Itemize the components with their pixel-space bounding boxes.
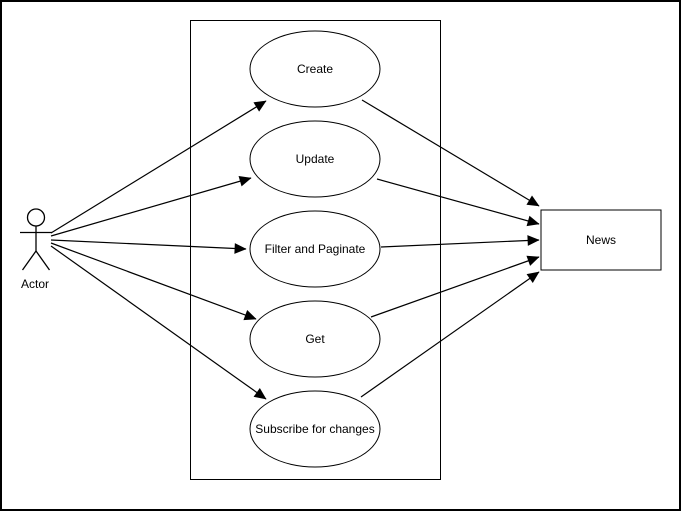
edge-actor-to-update xyxy=(50,175,252,237)
usecase-label-update: Update xyxy=(296,152,335,166)
edge-create-to-news xyxy=(361,99,540,207)
usecase-label-get: Get xyxy=(305,332,325,346)
usecase-label-subscribe-for-changes: Subscribe for changes xyxy=(255,422,374,436)
actor-right-leg xyxy=(35,250,51,271)
edge-get-to-news xyxy=(370,255,540,318)
actor-label: Actor xyxy=(21,277,49,291)
usecase-ellipse-filter-and-paginate xyxy=(249,210,381,288)
news-rectangle xyxy=(540,209,662,271)
edge-subscribe-for-changes-to-news xyxy=(360,271,540,398)
edge-actor-to-filter-and-paginate xyxy=(50,239,247,254)
usecase-label-filter-and-paginate: Filter and Paginate xyxy=(265,242,366,256)
actor-edges xyxy=(50,100,267,400)
edge-update-to-news xyxy=(376,178,540,227)
usecase-ellipse-create xyxy=(249,30,381,108)
usecase-ellipse-get xyxy=(249,300,381,378)
actor-figure xyxy=(20,208,52,271)
edge-actor-to-create xyxy=(50,100,267,234)
edge-actor-to-subscribe-for-changes xyxy=(50,245,267,400)
actor-left-leg xyxy=(21,250,37,271)
usecase-ellipse-update xyxy=(249,120,381,198)
usecase-label-create: Create xyxy=(297,62,333,76)
use-case-shapes: Create Update Filter and Paginate Get Su… xyxy=(249,30,381,468)
news-label: News xyxy=(586,233,616,247)
entity-edges xyxy=(360,99,540,398)
usecase-ellipse-subscribe-for-changes xyxy=(249,390,381,468)
edge-filter-and-paginate-to-news xyxy=(380,235,540,248)
edge-actor-to-get xyxy=(50,242,257,321)
